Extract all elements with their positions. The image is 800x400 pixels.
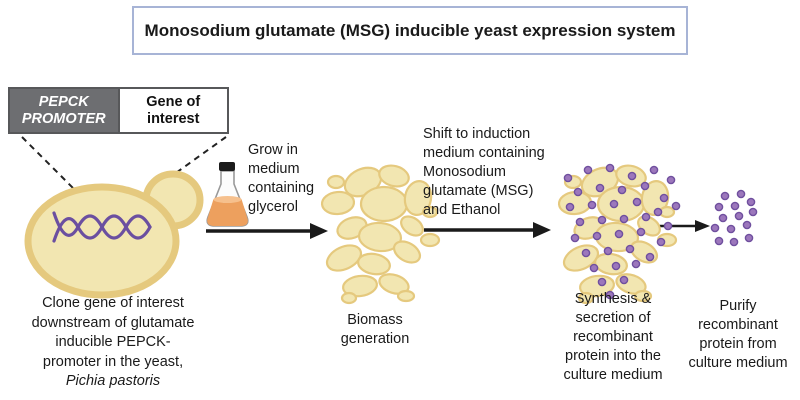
protein-dot <box>573 187 583 197</box>
protein-dot <box>666 175 676 185</box>
protein-dot <box>734 211 744 221</box>
yeast-cluster-cell <box>594 252 628 276</box>
protein-dot <box>565 202 575 212</box>
yeast-cluster-cell <box>378 273 410 295</box>
species-name: Pichia pastoris <box>65 373 161 389</box>
page-title: Monosodium glutamate (MSG) inducible yea… <box>144 20 676 40</box>
protein-dot <box>589 263 599 273</box>
protein-dot <box>625 244 635 254</box>
protein-dot <box>714 236 724 246</box>
protein-dot <box>656 237 666 247</box>
protein-dot <box>744 233 754 243</box>
protein-dot <box>614 229 624 239</box>
yeast-cluster-cell <box>396 289 416 303</box>
protein-dot <box>631 259 641 269</box>
arrow-grow <box>206 223 328 239</box>
protein-dot <box>726 224 736 234</box>
protein-dot <box>619 275 629 285</box>
yeast-cluster-cell <box>400 215 424 237</box>
protein-dot <box>581 248 591 258</box>
protein-dot <box>736 189 746 199</box>
protein-dot <box>592 231 602 241</box>
protein-dot <box>653 207 663 217</box>
purify-label: Purify recombinant protein from culture … <box>688 298 788 371</box>
protein-dot <box>570 233 580 243</box>
step2-label: Shift to induction medium containing Mon… <box>423 126 545 218</box>
purified-protein-dots <box>710 189 758 247</box>
step1-label: Grow in medium containing glycerol <box>248 142 315 215</box>
pepck-promoter-label: PEPCK PROMOTER <box>10 89 118 132</box>
yeast-cluster-cell <box>357 221 403 253</box>
title-box: Monosodium glutamate (MSG) inducible yea… <box>132 6 688 55</box>
clone-caption-text: Clone gene of interest downstream of glu… <box>31 295 195 370</box>
protein-dot <box>597 215 607 225</box>
protein-dot <box>641 212 651 222</box>
protein-dot <box>575 217 585 227</box>
protein-dot <box>742 220 752 230</box>
protein-dot <box>563 173 573 183</box>
protein-dot <box>619 214 629 224</box>
biomass-label: Biomass generation <box>340 312 410 347</box>
protein-dot <box>605 290 615 300</box>
protein-dot <box>640 181 650 191</box>
protein-dot <box>718 213 728 223</box>
yeast-cluster-cell <box>378 164 410 188</box>
protein-dot <box>597 277 607 287</box>
yeast-cluster-cell <box>640 180 670 216</box>
protein-dot <box>746 197 756 207</box>
protein-dot <box>720 191 730 201</box>
secreted-protein-dots <box>563 163 681 300</box>
protein-dot <box>659 193 669 203</box>
biomass-cluster <box>320 164 441 305</box>
protein-dot <box>617 185 627 195</box>
clone-caption: Clone gene of interest downstream of glu… <box>2 294 224 392</box>
protein-dot <box>729 237 739 247</box>
protein-dot <box>748 207 758 217</box>
protein-dot <box>649 165 659 175</box>
protein-dot <box>583 165 593 175</box>
yeast-cluster-cell <box>325 244 363 272</box>
yeast-cluster-cell <box>320 190 356 216</box>
yeast-cluster-cell <box>340 291 358 305</box>
flask-icon <box>206 162 249 227</box>
gene-of-interest-label: Gene of interest <box>117 89 228 132</box>
protein-dot <box>609 199 619 209</box>
protein-dot <box>636 227 646 237</box>
yeast-cell <box>24 183 180 299</box>
synthesis-label: Synthesis & secretion of recombinant pro… <box>563 291 663 383</box>
yeast-cluster-cell <box>421 205 439 219</box>
protein-dot <box>714 202 724 212</box>
yeast-cluster-cell <box>577 291 595 305</box>
arrow-induce <box>424 222 551 238</box>
protein-dot <box>587 200 597 210</box>
yeast-cluster-cell <box>633 289 653 303</box>
protein-dot <box>627 171 637 181</box>
yeast-cluster-cell <box>419 232 441 248</box>
protein-dot <box>611 261 621 271</box>
yeast-cluster-cell <box>403 180 433 216</box>
construct-box: PEPCK PROMOTER Gene of interest <box>8 87 229 134</box>
yeast-cluster-cell <box>326 174 346 190</box>
protein-dot <box>645 252 655 262</box>
yeast-cluster-cell <box>359 185 409 223</box>
yeast-cluster-cell <box>392 240 422 264</box>
yeast-cluster-cell <box>357 252 391 276</box>
yeast-cluster-cell <box>342 274 378 298</box>
protein-dot <box>663 221 673 231</box>
protein-dot <box>671 201 681 211</box>
protein-dot <box>632 197 642 207</box>
protein-dot <box>605 163 615 173</box>
protein-dot <box>595 183 605 193</box>
dna-helix-icon <box>52 211 152 243</box>
protein-dot <box>710 223 720 233</box>
protein-dot <box>603 246 613 256</box>
protein-dot <box>730 201 740 211</box>
